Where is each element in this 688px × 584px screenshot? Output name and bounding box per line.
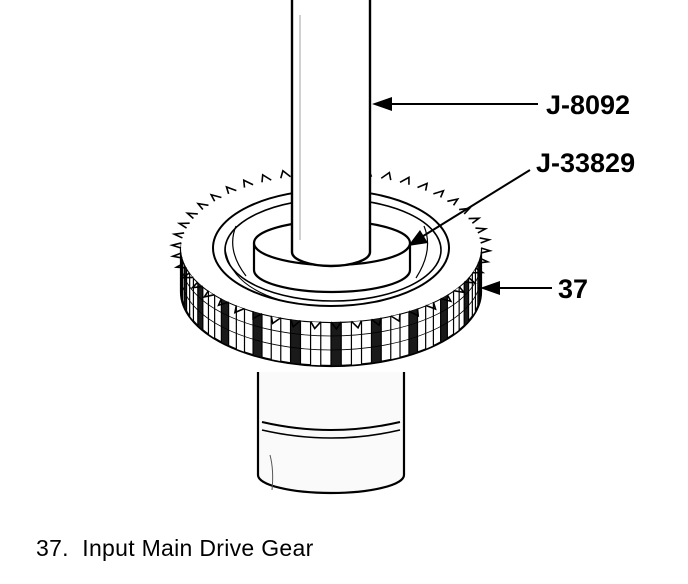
gear-tooth-face bbox=[463, 275, 470, 328]
gear-tooth-face bbox=[220, 297, 230, 348]
gear-crest-tooth bbox=[176, 222, 190, 229]
gear-crest-tooth bbox=[169, 252, 183, 259]
gear-tooth-face bbox=[189, 271, 195, 324]
gear-crest-tooth bbox=[453, 285, 466, 294]
gear-crest-tooth bbox=[185, 212, 198, 220]
gear-crest-tooth bbox=[202, 290, 215, 299]
input-shaft bbox=[256, 372, 406, 495]
gear-crest-tooth bbox=[464, 276, 477, 284]
gear-crest-tooth bbox=[169, 242, 182, 249]
callout-label-j-8092: J-8092 bbox=[546, 90, 630, 120]
gear-crest-tooth bbox=[447, 197, 460, 206]
gear-crest-tooth bbox=[479, 237, 493, 244]
gear-crest-tooth bbox=[233, 305, 245, 314]
gear-tooth-face bbox=[477, 257, 481, 308]
gear-tooth-face bbox=[440, 293, 448, 344]
arrowhead-j-33829 bbox=[408, 230, 428, 246]
gear-crest-tooth bbox=[279, 169, 292, 179]
gear-crest-tooth bbox=[417, 182, 429, 191]
gear-crest-tooth bbox=[217, 298, 229, 307]
gear-crest-tooth bbox=[350, 320, 363, 330]
callout-leaders bbox=[372, 97, 552, 295]
gear-flank-line bbox=[180, 275, 482, 351]
gear-crest-tooth bbox=[309, 320, 322, 330]
gear-crest-tooth bbox=[370, 317, 383, 327]
gear-flank-line bbox=[180, 261, 482, 337]
gear-tooth-face bbox=[235, 304, 246, 354]
figure-caption: 37. Input Main Drive Gear bbox=[36, 535, 314, 561]
gear-crest-tooth bbox=[399, 176, 410, 185]
gear-tooth-face bbox=[197, 280, 204, 332]
leader-line-j-33829 bbox=[419, 169, 531, 239]
gear-crest-tooth bbox=[472, 267, 486, 274]
gear-crest-tooth bbox=[330, 321, 342, 331]
gear-crest-tooth bbox=[475, 227, 489, 234]
gear-crest-tooth bbox=[196, 202, 209, 211]
gear-tooth-face bbox=[471, 265, 477, 319]
gear-crest-tooth bbox=[173, 262, 187, 269]
gear-crest-tooth bbox=[252, 311, 263, 320]
gear-crest-tooth bbox=[261, 173, 272, 183]
gear-crest-tooth bbox=[480, 247, 493, 254]
gear-tooth-face bbox=[183, 262, 188, 313]
arrowhead-j-8092 bbox=[372, 97, 392, 111]
gear-tooth-face bbox=[207, 289, 216, 340]
gear-crest-tooth bbox=[468, 217, 482, 224]
callout-label-j-33829: J-33829 bbox=[536, 148, 635, 178]
gear-crest-tooth bbox=[408, 308, 420, 318]
gear-crest-tooth bbox=[242, 178, 254, 188]
gear-crest-tooth bbox=[270, 315, 282, 325]
gear-crest-tooth bbox=[225, 185, 237, 195]
gear-crest-tooth bbox=[477, 257, 491, 264]
arrowhead-37 bbox=[480, 281, 500, 295]
gear-tooth-face bbox=[289, 318, 302, 366]
driver-handle-j-8092 bbox=[290, 0, 372, 268]
gear-crest-tooth bbox=[190, 281, 203, 289]
gear-crest-tooth bbox=[380, 171, 392, 181]
gear-crest-tooth bbox=[180, 272, 194, 279]
gear-crest-tooth bbox=[171, 232, 185, 239]
gear-crest-tooth bbox=[209, 193, 222, 202]
gear-crest-tooth bbox=[433, 189, 445, 198]
gear-crest-tooth bbox=[440, 294, 453, 303]
callout-label-37: 37 bbox=[558, 274, 588, 304]
gear-crest-tooth bbox=[425, 301, 437, 311]
gear-tooth-face bbox=[425, 301, 434, 351]
gear-tooth-face bbox=[452, 285, 460, 336]
gear-crest-tooth bbox=[390, 313, 401, 323]
gear-crest-tooth bbox=[289, 318, 302, 329]
